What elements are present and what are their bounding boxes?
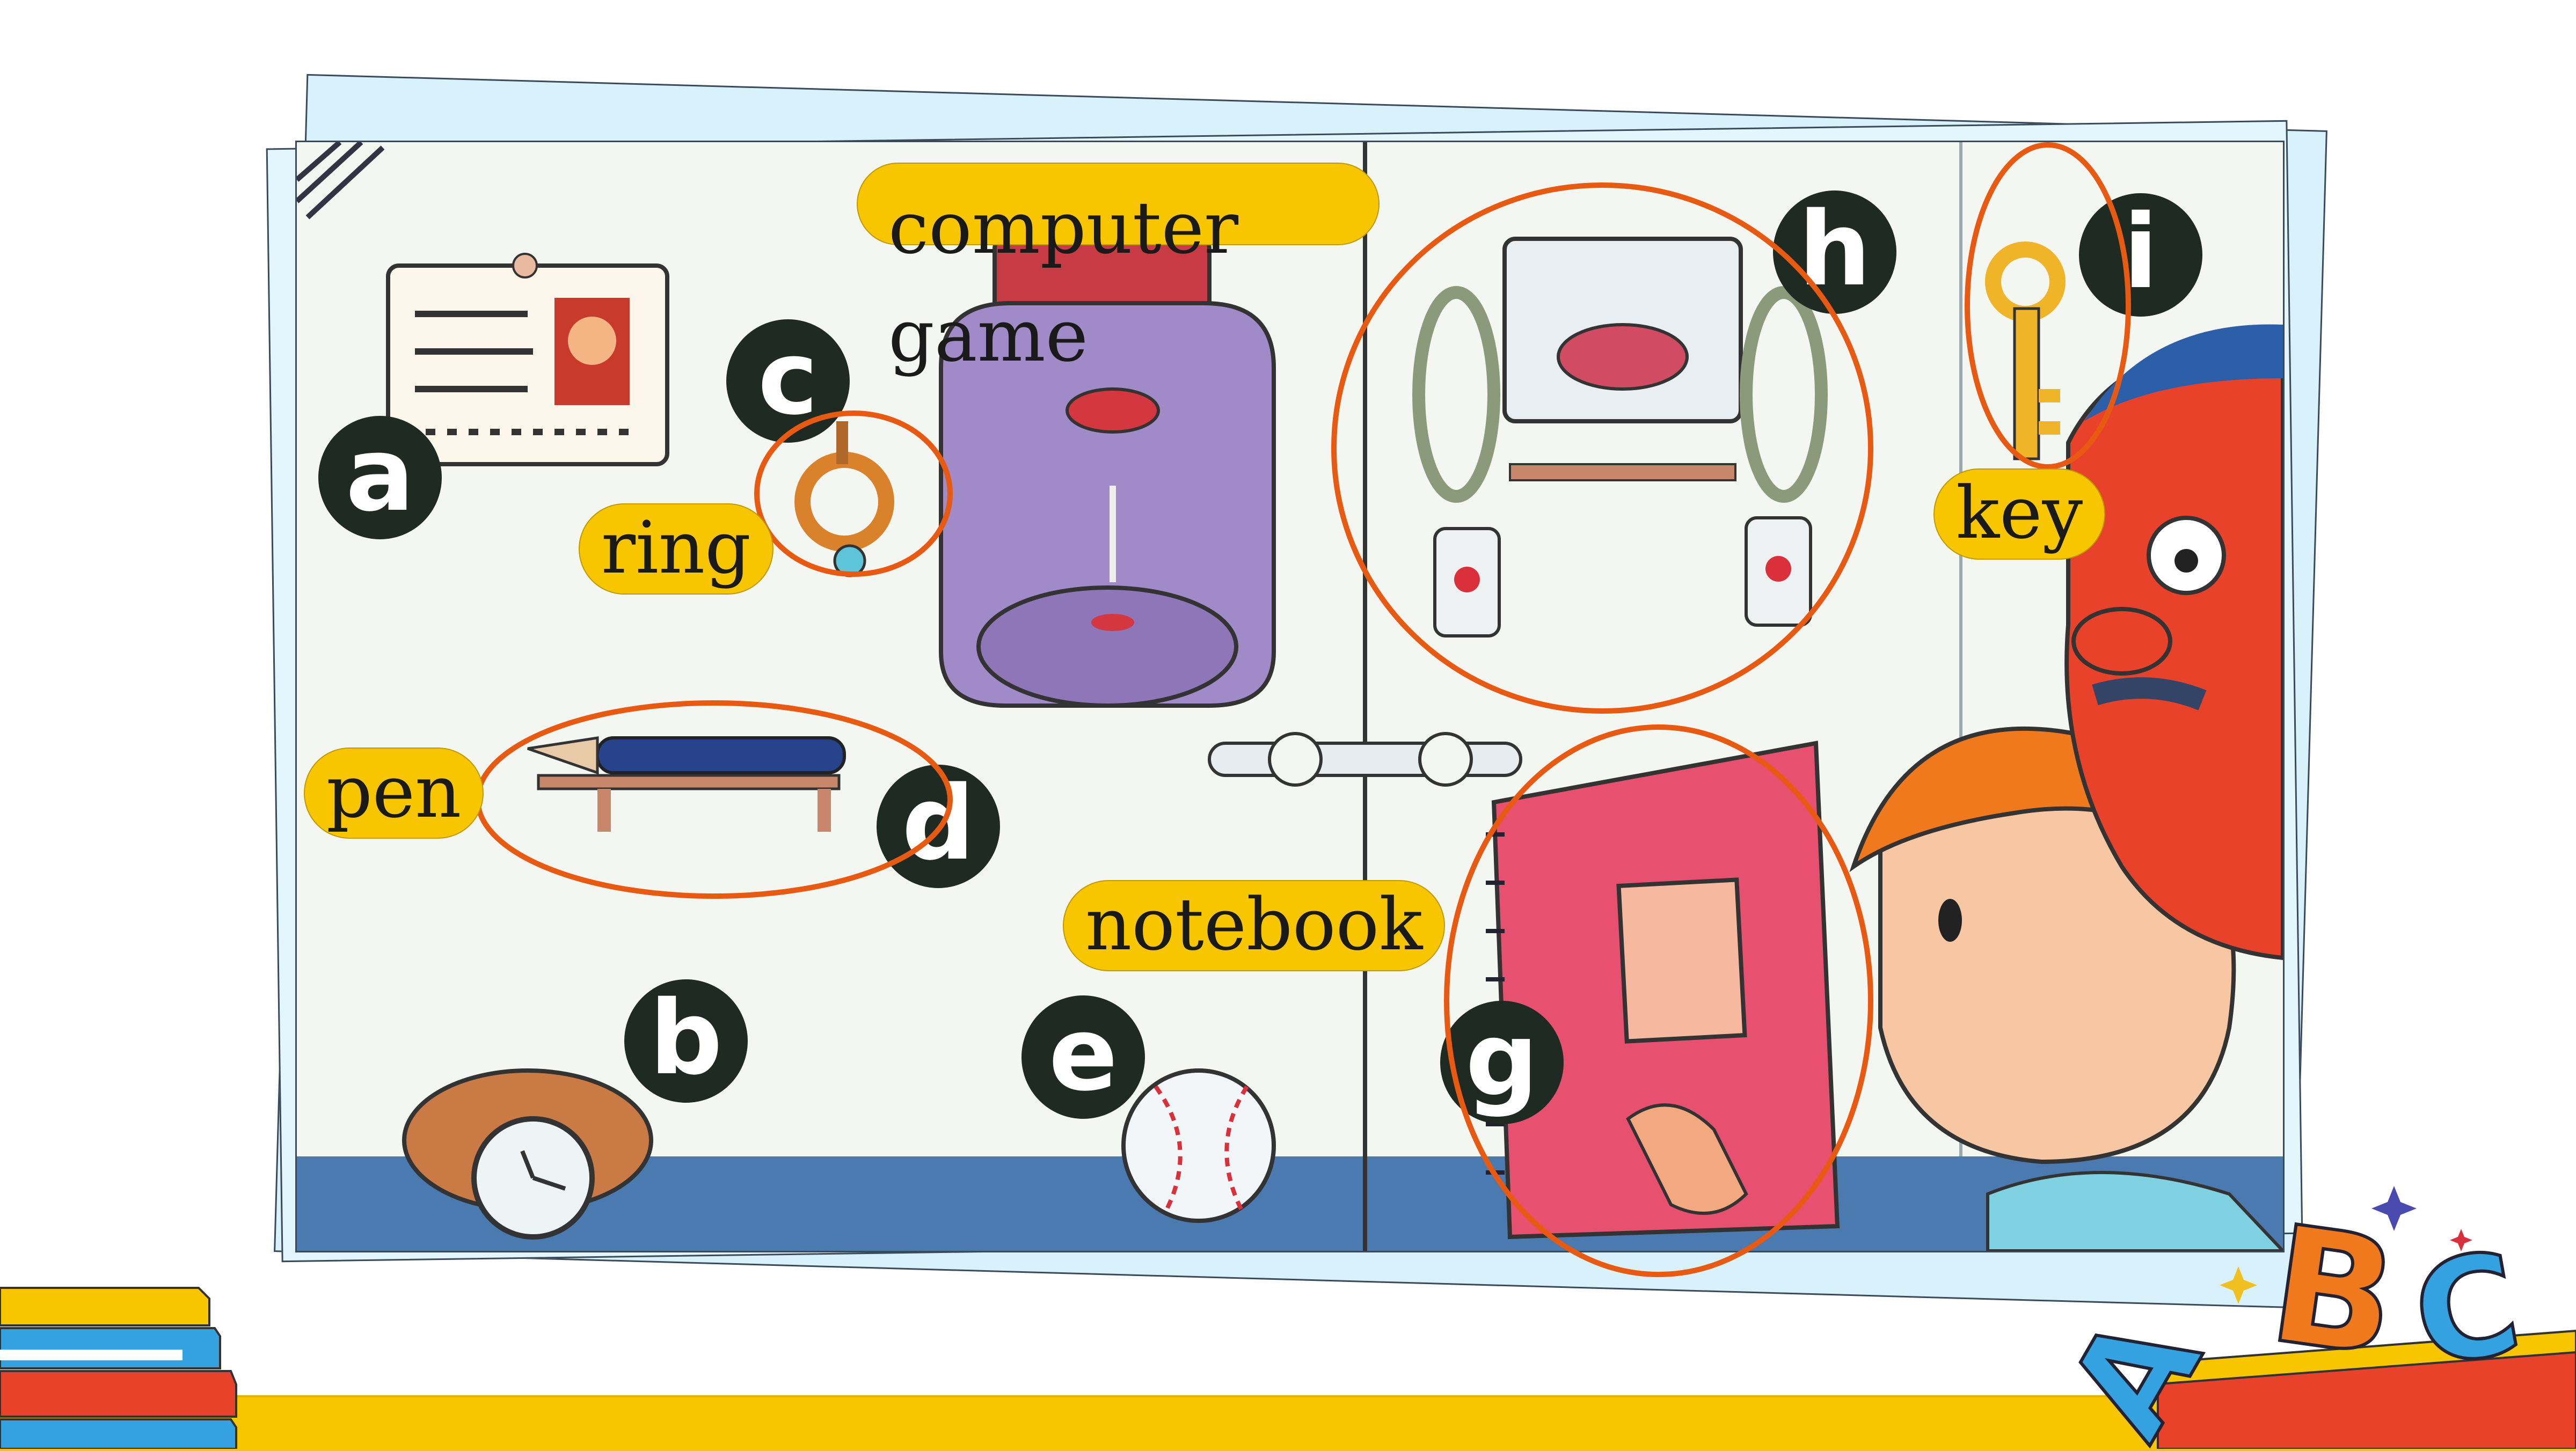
stacked-books-decoration: [0, 1287, 237, 1449]
letter-badge-a: a: [318, 416, 442, 539]
label-key: key: [1933, 468, 2106, 560]
abc-letter-b: B: [2260, 1191, 2407, 1393]
pen: [527, 736, 846, 832]
label-computer-game-bg: [857, 163, 1380, 245]
circle-notebook: [1444, 724, 1873, 1277]
bottom-bar: [0, 1395, 2576, 1451]
label-notebook: notebook: [1063, 880, 1446, 971]
sticks: [1208, 732, 1522, 787]
letter-badge-c: c: [726, 319, 850, 443]
baseball: [1121, 1068, 1276, 1223]
circle-ring: [754, 411, 953, 577]
man-figure: [2064, 324, 2283, 961]
letter-badge-i: i: [2079, 193, 2202, 317]
illustration-card: a b c d e g h i: [295, 141, 2285, 1252]
circle-headphones: [1331, 182, 1873, 714]
backpack: [939, 226, 1276, 708]
id-card: [386, 253, 669, 466]
circle-pen: [475, 700, 953, 899]
abc-blocks-decoration: A B C: [2061, 1186, 2576, 1449]
watch: [402, 1068, 653, 1240]
label-computer-game: computer game: [888, 186, 1239, 378]
label-ring: ring: [579, 503, 773, 595]
label-pen: pen: [304, 748, 484, 839]
key: [1985, 241, 2066, 460]
sparkle-icon: [2371, 1186, 2417, 1231]
letter-badge-g: g: [1440, 1001, 1564, 1124]
sparkle-icon: [2220, 1266, 2257, 1304]
letter-badge-h: h: [1773, 190, 1896, 314]
sparkle-icon: [2450, 1229, 2472, 1251]
letter-badge-b: b: [624, 979, 748, 1103]
circle-key: [1965, 142, 2131, 470]
illustration: [297, 142, 2283, 1251]
ring: [794, 421, 894, 577]
letter-badge-e: e: [1021, 995, 1145, 1119]
headphones: [1412, 237, 1828, 637]
